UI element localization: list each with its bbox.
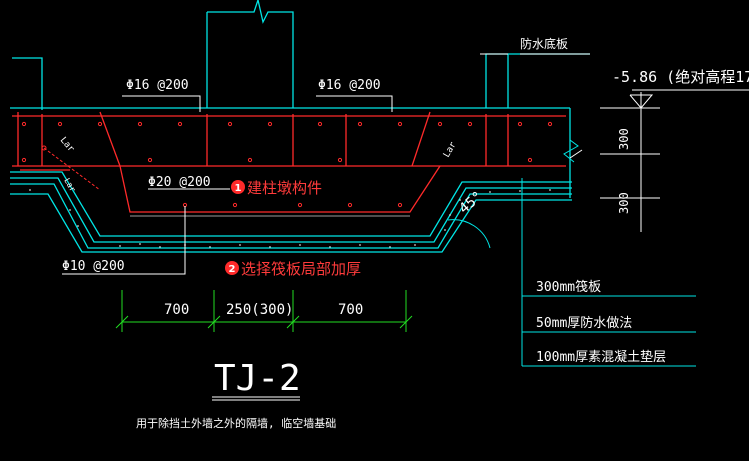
label-angle: 45° (456, 189, 486, 218)
annotation-2-text: 选择筏板局部加厚 (241, 260, 361, 278)
label-lar-left: Lar (58, 136, 76, 155)
label-dim-250: 250(300) (226, 302, 293, 318)
concrete-bedding-pattern (29, 189, 551, 248)
label-lar-diagonal: Lar (62, 177, 77, 194)
label-layer-concrete: 100mm厚素混凝土垫层 (536, 349, 666, 365)
label-dim-300-bottom: 300 (617, 192, 631, 214)
label-rebar-stirrup: Φ10 @200 (62, 259, 125, 274)
concrete-outline (10, 0, 590, 253)
label-dim-700-right: 700 (338, 302, 363, 318)
label-rebar-top-right: Φ16 @200 (318, 78, 381, 93)
rebar-dots (21, 121, 553, 208)
annotation-2-badge (225, 261, 239, 275)
elevation-marker (569, 89, 749, 232)
dimension-lines (115, 290, 413, 332)
annotation-2: 2 选择筏板局部加厚 (225, 260, 361, 278)
label-waterproof-bottom-plate: 防水底板 (520, 36, 568, 51)
break-line (563, 139, 579, 163)
annotation-1: 1 建柱墩构件 (231, 179, 322, 197)
label-dim-700-left: 700 (164, 302, 189, 318)
label-lar-right: Lar (442, 140, 459, 160)
label-layer-raft: 300mm筏板 (536, 279, 601, 295)
annotation-1-text: 建柱墩构件 (247, 179, 322, 197)
annotation-1-badge (231, 180, 245, 194)
label-dim-300-top: 300 (617, 128, 631, 150)
drawing-title: TJ-2 (214, 358, 301, 399)
label-rebar-top-left: Φ16 @200 (126, 78, 189, 93)
angle-arc (447, 219, 491, 249)
rebar-lines (12, 111, 566, 217)
title-underline (212, 396, 300, 401)
annotation-2-number: 2 (229, 264, 236, 275)
label-rebar-bottom: Φ20 @200 (148, 175, 211, 190)
annotation-1-number: 1 (235, 183, 242, 194)
label-layer-waterproof: 50mm厚防水做法 (536, 315, 632, 331)
leader-lines (43, 53, 590, 275)
label-elevation: -5.86 (绝对高程17 (612, 68, 749, 86)
drawing-caption: 用于除挡土外墙之外的隔墙, 临空墙基础 (136, 416, 336, 430)
layer-callout-lines (521, 178, 696, 367)
